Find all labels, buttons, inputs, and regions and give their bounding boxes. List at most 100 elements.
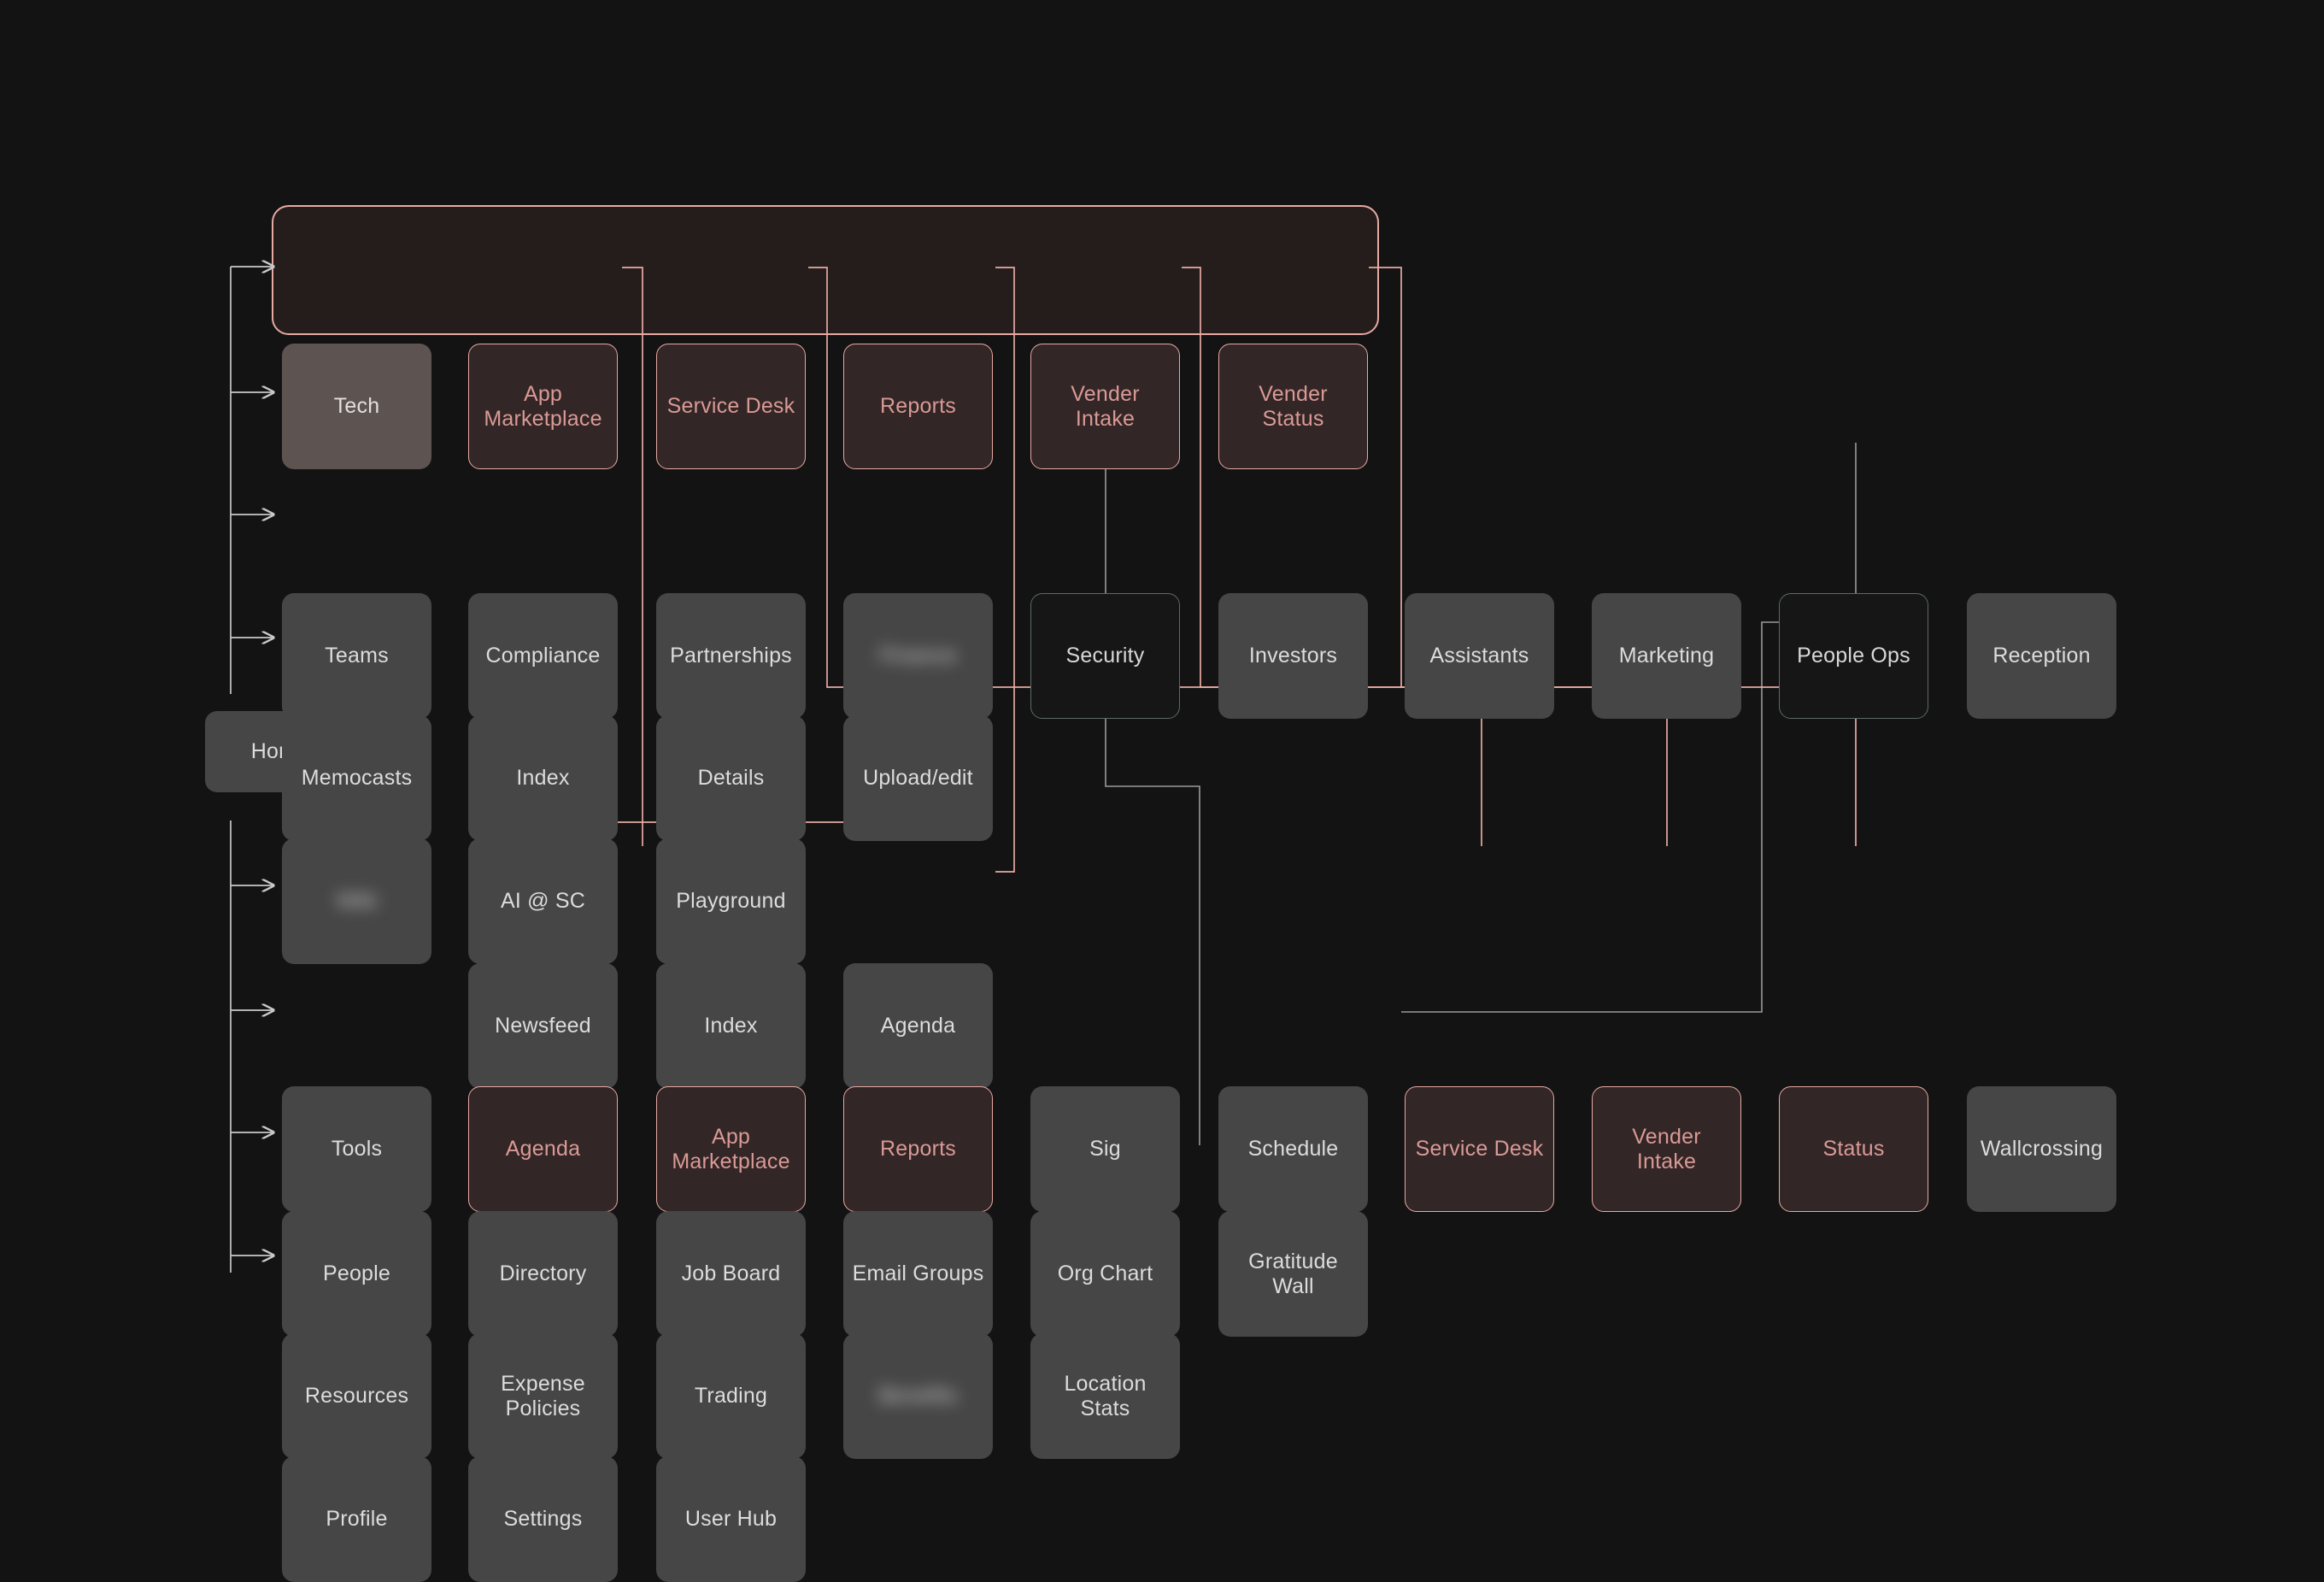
node-label: Vender Intake xyxy=(1632,1124,1701,1173)
node-directory[interactable]: Directory xyxy=(468,1211,618,1337)
node-email-groups[interactable]: Email Groups xyxy=(843,1211,993,1337)
node-label: Wiki xyxy=(336,889,378,914)
node-investors[interactable]: Investors xyxy=(1218,593,1368,719)
people-ops-connector xyxy=(1401,443,1857,1013)
node-expense-policies[interactable]: Expense Policies xyxy=(468,1333,618,1459)
node-label: Upload/edit xyxy=(863,766,973,791)
node-agenda[interactable]: Agenda xyxy=(843,963,993,1089)
node-label: Playground xyxy=(676,889,786,914)
node-label: AI @ SC xyxy=(500,889,586,914)
node-label: Service Desk xyxy=(666,394,795,419)
sitemap-canvas: Home xyxy=(205,205,2116,1582)
node-label: Org Chart xyxy=(1057,1261,1153,1286)
node-playground[interactable]: Playground xyxy=(656,838,806,964)
node-job-board[interactable]: Job Board xyxy=(656,1211,806,1337)
node-label: Details xyxy=(697,766,765,791)
node-label: Job Board xyxy=(681,1261,781,1286)
node-resources[interactable]: Resources xyxy=(282,1333,431,1459)
node-label: Tech xyxy=(333,394,380,419)
node-vender-intake[interactable]: Vender Intake xyxy=(1030,344,1180,469)
node-reports[interactable]: Reports xyxy=(843,344,993,469)
node-label: Wallcrossing xyxy=(1980,1137,2104,1162)
node-label: Agenda xyxy=(505,1137,581,1162)
node-compliance[interactable]: Compliance xyxy=(468,593,618,719)
node-label: Settings xyxy=(503,1507,583,1532)
node-label: Tools xyxy=(331,1137,383,1162)
node-marketing[interactable]: Marketing xyxy=(1592,593,1741,719)
node-label: Investors xyxy=(1248,644,1338,668)
node-label: Resources xyxy=(304,1384,409,1409)
node-label: Profile xyxy=(326,1507,388,1532)
node-benefits[interactable]: Benefits xyxy=(843,1333,993,1459)
node-status[interactable]: Status xyxy=(1779,1086,1928,1212)
node-label: Teams xyxy=(325,644,389,668)
node-label: People Ops xyxy=(1797,644,1910,668)
node-profile[interactable]: Profile xyxy=(282,1456,431,1582)
node-vender-status[interactable]: Vender Status xyxy=(1218,344,1368,469)
node-label: User Hub xyxy=(684,1507,778,1532)
node-wiki[interactable]: Wiki xyxy=(282,838,431,964)
node-ai-sc[interactable]: AI @ SC xyxy=(468,838,618,964)
node-details[interactable]: Details xyxy=(656,715,806,841)
node-finance[interactable]: Finance xyxy=(843,593,993,719)
node-memocasts[interactable]: Memocasts xyxy=(282,715,431,841)
node-sig[interactable]: Sig xyxy=(1030,1086,1180,1212)
node-tech[interactable]: Tech xyxy=(282,344,431,469)
node-label: Directory xyxy=(499,1261,587,1286)
node-service-desk[interactable]: Service Desk xyxy=(1405,1086,1554,1212)
node-label: Agenda xyxy=(880,1014,956,1038)
node-user-hub[interactable]: User Hub xyxy=(656,1456,806,1582)
node-gratitude-wall[interactable]: Gratitude Wall xyxy=(1218,1211,1368,1337)
node-label: Finance xyxy=(879,644,957,668)
node-reception[interactable]: Reception xyxy=(1967,593,2116,719)
node-vender-intake[interactable]: Vender Intake xyxy=(1592,1086,1741,1212)
node-teams[interactable]: Teams xyxy=(282,593,431,719)
node-settings[interactable]: Settings xyxy=(468,1456,618,1582)
home-lower-tree xyxy=(230,820,273,1273)
node-label: Email Groups xyxy=(852,1261,984,1286)
node-partnerships[interactable]: Partnerships xyxy=(656,593,806,719)
node-label: Partnerships xyxy=(670,644,792,668)
node-people[interactable]: People xyxy=(282,1211,431,1337)
node-label: Marketing xyxy=(1618,644,1715,668)
node-index[interactable]: Index xyxy=(656,963,806,1089)
node-upload-edit[interactable]: Upload/edit xyxy=(843,715,993,841)
node-label: Sig xyxy=(1089,1137,1121,1162)
node-reports[interactable]: Reports xyxy=(843,1086,993,1212)
node-label: Index xyxy=(704,1014,758,1038)
node-service-desk[interactable]: Service Desk xyxy=(656,344,806,469)
node-security[interactable]: Security xyxy=(1030,593,1180,719)
node-people-ops[interactable]: People Ops xyxy=(1779,593,1928,719)
node-agenda[interactable]: Agenda xyxy=(468,1086,618,1212)
node-assistants[interactable]: Assistants xyxy=(1405,593,1554,719)
node-label: Status xyxy=(1822,1137,1885,1162)
node-index[interactable]: Index xyxy=(468,715,618,841)
node-label: Trading xyxy=(694,1384,768,1409)
node-label: Benefits xyxy=(878,1384,958,1409)
node-label: Newsfeed xyxy=(495,1014,591,1038)
node-label: Reports xyxy=(880,394,956,419)
highlight-group-outline xyxy=(272,205,1379,335)
node-label: Vender Status xyxy=(1259,381,1328,431)
node-label: Service Desk xyxy=(1415,1137,1544,1162)
node-label: Compliance xyxy=(485,644,601,668)
node-location-stats[interactable]: Location Stats xyxy=(1030,1333,1180,1459)
node-newsfeed[interactable]: Newsfeed xyxy=(468,963,618,1089)
node-app-marketplace[interactable]: App Marketplace xyxy=(468,344,618,469)
node-label: App Marketplace xyxy=(484,381,602,431)
node-trading[interactable]: Trading xyxy=(656,1333,806,1459)
node-schedule[interactable]: Schedule xyxy=(1218,1086,1368,1212)
node-label: Expense Policies xyxy=(501,1371,585,1420)
node-label: Location Stats xyxy=(1064,1371,1147,1420)
node-label: App Marketplace xyxy=(672,1124,790,1173)
node-label: Security xyxy=(1065,644,1145,668)
node-label: Gratitude Wall xyxy=(1248,1249,1338,1298)
node-label: Memocasts xyxy=(301,766,413,791)
node-label: Reception xyxy=(1992,644,2091,668)
node-label: Index xyxy=(516,766,570,791)
node-tools[interactable]: Tools xyxy=(282,1086,431,1212)
node-label: Reports xyxy=(880,1137,956,1162)
node-app-marketplace[interactable]: App Marketplace xyxy=(656,1086,806,1212)
node-org-chart[interactable]: Org Chart xyxy=(1030,1211,1180,1337)
node-wallcrossing[interactable]: Wallcrossing xyxy=(1967,1086,2116,1212)
